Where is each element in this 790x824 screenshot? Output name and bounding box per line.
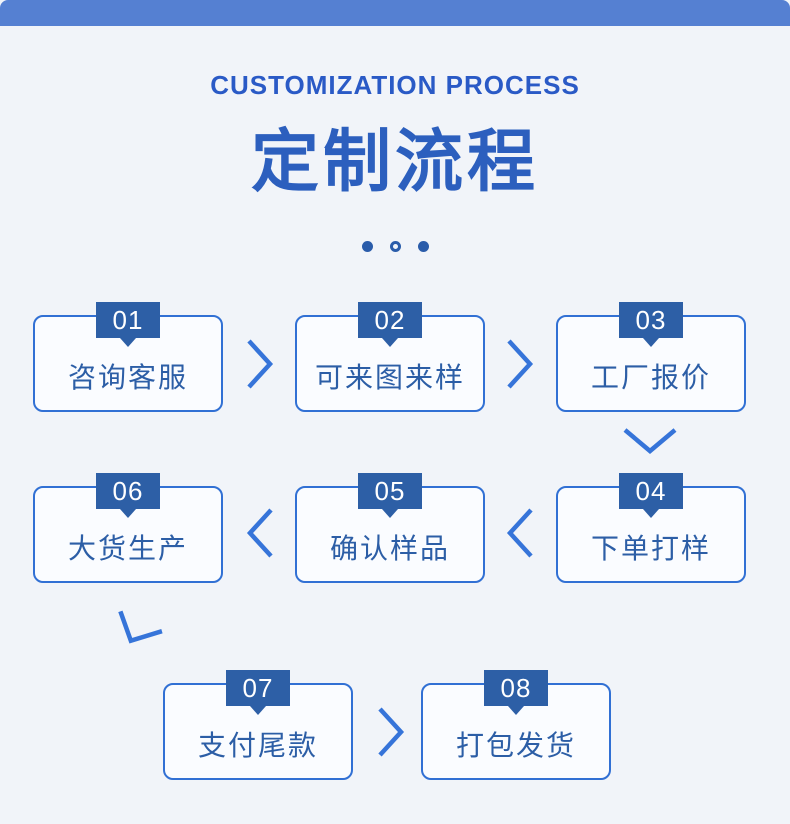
step-label: 下单打样 bbox=[590, 532, 711, 564]
dot-hollow-icon bbox=[389, 241, 401, 252]
chevron-down-tilted-icon bbox=[118, 610, 163, 644]
section-title: 定制流程 bbox=[250, 124, 539, 200]
top-accent-bar bbox=[0, 0, 790, 26]
step-card-04: 04 下单打样 bbox=[556, 473, 746, 583]
chevron-right-icon bbox=[247, 339, 274, 389]
step-number: 06 bbox=[112, 475, 144, 506]
dots-decoration bbox=[0, 241, 790, 252]
dot-filled-icon bbox=[417, 241, 429, 252]
section-subtitle: CUSTOMIZATION PROCESS bbox=[210, 70, 580, 100]
step-label: 咨询客服 bbox=[67, 361, 188, 393]
step-number-badge: 01 bbox=[96, 302, 160, 338]
step-number-badge: 07 bbox=[226, 670, 290, 706]
step-number: 03 bbox=[635, 304, 667, 335]
step-card-01: 01 咨询客服 bbox=[33, 302, 223, 412]
step-number-badge: 06 bbox=[96, 473, 160, 509]
step-card-07: 07 支付尾款 bbox=[163, 670, 353, 780]
chevron-right-icon bbox=[507, 339, 534, 389]
step-card-08: 08 打包发货 bbox=[421, 670, 611, 780]
step-card-06: 06 大货生产 bbox=[33, 473, 223, 583]
step-number-badge: 08 bbox=[484, 670, 548, 706]
chevron-left-icon bbox=[506, 508, 533, 558]
step-number-badge: 04 bbox=[619, 473, 683, 509]
step-label: 确认样品 bbox=[329, 532, 450, 564]
step-label: 工厂报价 bbox=[590, 361, 711, 393]
dot-filled-icon bbox=[361, 241, 373, 252]
step-number: 08 bbox=[500, 672, 532, 703]
chevron-left-icon bbox=[246, 508, 273, 558]
step-number: 01 bbox=[112, 304, 144, 335]
step-label: 大货生产 bbox=[67, 532, 188, 564]
step-label: 可来图来样 bbox=[314, 361, 465, 393]
step-number-badge: 02 bbox=[358, 302, 422, 338]
step-card-02: 02 可来图来样 bbox=[295, 302, 485, 412]
step-card-03: 03 工厂报价 bbox=[556, 302, 746, 412]
step-number-badge: 05 bbox=[358, 473, 422, 509]
step-number-badge: 03 bbox=[619, 302, 683, 338]
step-number: 07 bbox=[242, 672, 274, 703]
step-card-05: 05 确认样品 bbox=[295, 473, 485, 583]
chevron-down-icon bbox=[623, 428, 677, 454]
step-number: 04 bbox=[635, 475, 667, 506]
step-number: 02 bbox=[374, 304, 406, 335]
chevron-right-icon bbox=[378, 707, 405, 757]
step-label: 打包发货 bbox=[455, 729, 576, 761]
step-label: 支付尾款 bbox=[197, 729, 318, 761]
step-number: 05 bbox=[374, 475, 406, 506]
